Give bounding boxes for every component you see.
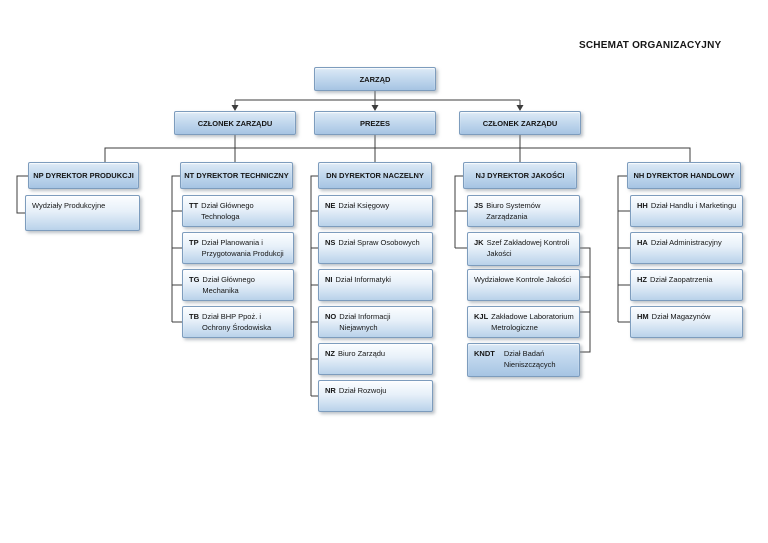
node-zarzad-label: ZARZĄD: [359, 74, 391, 84]
node-label: Dział Informacji Niejawnych: [339, 312, 391, 333]
node-code: HH: [637, 201, 648, 210]
node-czlonek-zarzadu-left: CZŁONEK ZARZĄDU: [174, 111, 296, 135]
node-label: Wydziałowe Kontrole Jakości: [474, 275, 572, 284]
node-code: HM: [637, 312, 649, 321]
node-code: JK: [474, 238, 484, 247]
node-label: Dział Magazynów: [651, 312, 711, 321]
node-label: Dział Handlu i Marketingu: [650, 201, 737, 210]
node-ha-dzial-administracyjny: HA Dział Administracyjny: [630, 232, 743, 264]
page-title: SCHEMAT ORGANIZACYJNY: [579, 40, 722, 51]
node-code: NR: [325, 386, 336, 395]
node-hm-dzial-magazynow: HM Dział Magazynów: [630, 306, 743, 338]
director-rail-lines: [104, 135, 691, 162]
node-code: KNDT: [474, 349, 495, 358]
node-np-label: NP DYREKTOR PRODUKCJI: [33, 171, 134, 180]
node-tg-dzial-glownego-mechanika: TG Dział Głównego Mechanika: [182, 269, 294, 301]
node-nt-dyrektor-techniczny: NT DYREKTOR TECHNICZNY: [180, 162, 293, 189]
node-label: Wydziały Produkcyjne: [32, 201, 106, 210]
node-ni-dzial-informatyki: NI Dział Informatyki: [318, 269, 433, 301]
node-code: NO: [325, 312, 337, 321]
node-label: Dział Planowania i Przygotowania Produkc…: [201, 238, 284, 259]
node-tt-dzial-glownego-technologa: TT Dział Głównego Technologa: [182, 195, 294, 227]
node-label: Dział Informatyki: [335, 275, 391, 284]
node-label: Dział Spraw Osobowych: [338, 238, 420, 247]
node-nj-dyrektor-jakosci: NJ DYREKTOR JAKOŚCI: [463, 162, 577, 189]
node-nh-label: NH DYREKTOR HANDLOWY: [633, 171, 735, 180]
board-spread-lines: [234, 91, 521, 106]
node-czlonek-zarzadu-left-label: CZŁONEK ZARZĄDU: [197, 118, 273, 128]
node-np-dyrektor-produkcji: NP DYREKTOR PRODUKCJI: [28, 162, 139, 189]
node-prezes-label: PREZES: [359, 118, 390, 128]
node-prezes: PREZES: [314, 111, 436, 135]
node-nz-biuro-zarzadu: NZ Biuro Zarządu: [318, 343, 433, 375]
node-code: TB: [189, 312, 199, 321]
node-label: Dział Księgowy: [338, 201, 390, 210]
column-bracket-lines: [16, 175, 630, 397]
node-code: NE: [325, 201, 336, 210]
node-dn-dyrektor-naczelny: DN DYREKTOR NACZELNY: [318, 162, 432, 189]
node-no-dzial-informacji-niejawnych: NO Dział Informacji Niejawnych: [318, 306, 433, 338]
node-code: KJL: [474, 312, 489, 321]
node-wydzialy-produkcyjne: Wydziały Produkcyjne: [25, 195, 140, 231]
node-tb-dzial-bhp: TB Dział BHP Ppoż. i Ochrony Środowiska: [182, 306, 294, 338]
node-jk-szef-zakladowej-kontroli-jakosci: JK Szef Zakładowej Kontroli Jakości: [467, 232, 580, 266]
node-label: Szef Zakładowej Kontroli Jakości: [486, 238, 570, 259]
node-label: Dział Administracyjny: [650, 238, 722, 247]
node-kjl-zakladowe-laboratorium-metrologiczne: KJL Zakładowe Laboratorium Metrologiczne: [467, 306, 580, 338]
node-kndt-dzial-badan-nieniszczacych: KNDT Dział Badań Nieniszczących: [467, 343, 580, 377]
node-label: Dział BHP Ppoż. i Ochrony Środowiska: [202, 312, 272, 333]
node-ne-dzial-ksiegowy: NE Dział Księgowy: [318, 195, 433, 227]
node-code: HA: [637, 238, 648, 247]
node-hh-dzial-handlu-i-marketingu: HH Dział Handlu i Marketingu: [630, 195, 743, 227]
node-nh-dyrektor-handlowy: NH DYREKTOR HANDLOWY: [627, 162, 741, 189]
node-label: Dział Głównego Mechanika: [202, 275, 255, 296]
node-code: NS: [325, 238, 336, 247]
node-czlonek-zarzadu-right-label: CZŁONEK ZARZĄDU: [482, 118, 558, 128]
node-code: TP: [189, 238, 199, 247]
node-zarzad: ZARZĄD: [314, 67, 436, 91]
node-czlonek-zarzadu-right: CZŁONEK ZARZĄDU: [459, 111, 581, 135]
node-label: Dział Zaopatrzenia: [650, 275, 713, 284]
node-label: Dział Głównego Technologa: [201, 201, 254, 222]
node-code: TG: [189, 275, 200, 284]
node-label: Biuro Zarządu: [338, 349, 386, 358]
node-ns-dzial-spraw-osobowych: NS Dział Spraw Osobowych: [318, 232, 433, 264]
node-label: Zakładowe Laboratorium Metrologiczne: [491, 312, 574, 333]
node-hz-dzial-zaopatrzenia: HZ Dział Zaopatrzenia: [630, 269, 743, 301]
node-dn-label: DN DYREKTOR NACZELNY: [326, 171, 424, 180]
node-label: Dział Badań Nieniszczących: [503, 349, 556, 370]
node-tp-dzial-planowania: TP Dział Planowania i Przygotowania Prod…: [182, 232, 294, 264]
node-label: Biuro Systemów Zarządzania: [486, 201, 541, 222]
node-code: JS: [474, 201, 484, 210]
node-wydzialowe-kontrole-jakosci: Wydziałowe Kontrole Jakości: [467, 269, 580, 301]
node-code: HZ: [637, 275, 647, 284]
node-code: NI: [325, 275, 333, 284]
arrowheads: [231, 105, 524, 111]
node-nt-label: NT DYREKTOR TECHNICZNY: [184, 171, 289, 180]
node-code: TT: [189, 201, 199, 210]
node-js-biuro-systemow-zarzadzania: JS Biuro Systemów Zarządzania: [467, 195, 580, 227]
node-label: Dział Rozwoju: [338, 386, 387, 395]
node-code: NZ: [325, 349, 335, 358]
node-nr-dzial-rozwoju: NR Dział Rozwoju: [318, 380, 433, 412]
node-nj-label: NJ DYREKTOR JAKOŚCI: [475, 171, 565, 180]
